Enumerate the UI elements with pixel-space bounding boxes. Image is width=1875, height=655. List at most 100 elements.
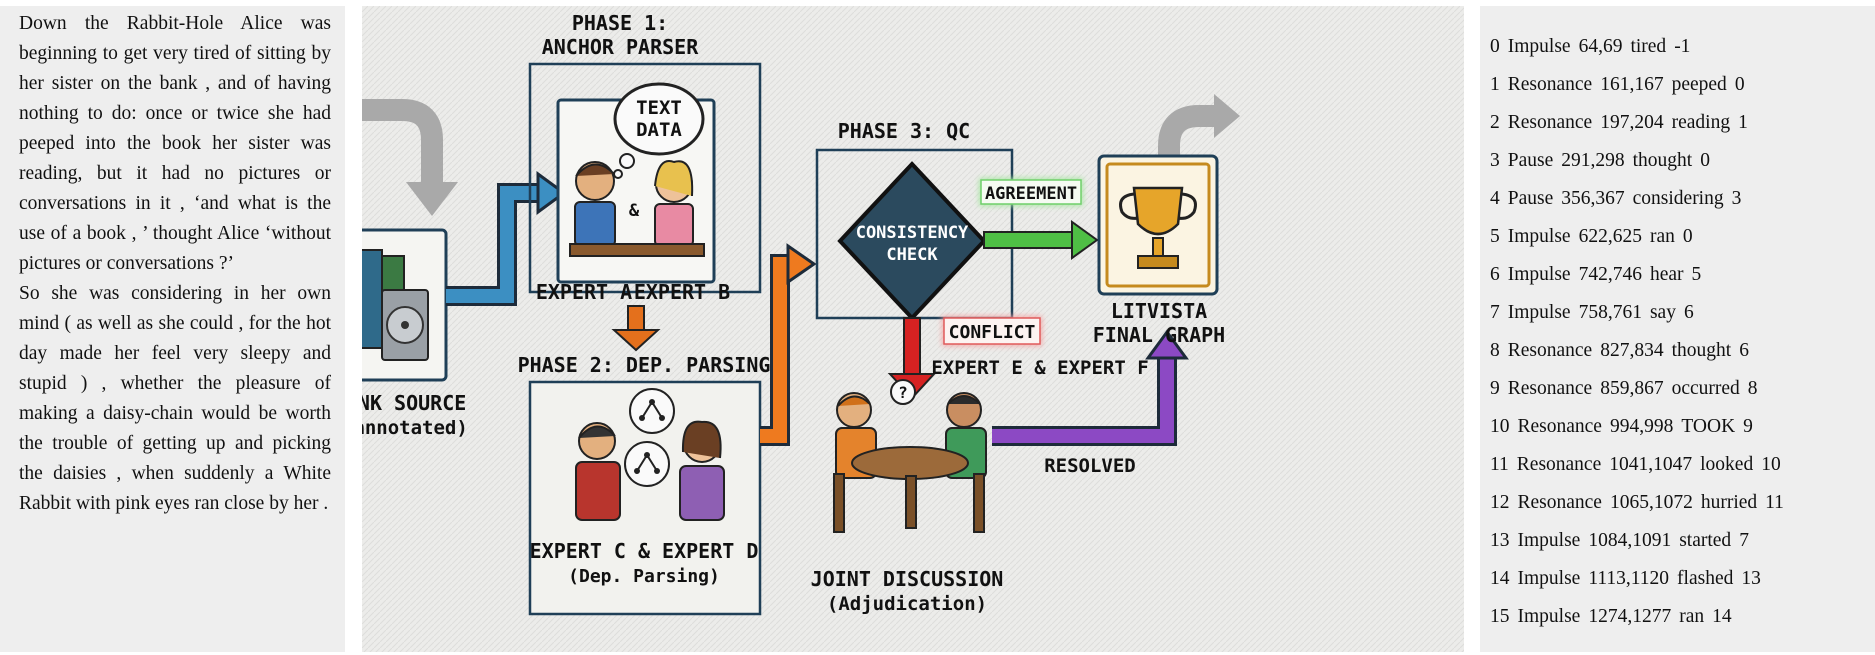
item-id: 6 [1490,264,1500,285]
item-id: 13 [1490,530,1510,551]
joint-discussion-scene: ? [833,379,987,533]
litbank-source-node [362,228,448,382]
blue-arrow [446,171,567,306]
item-word: ran [1679,606,1705,627]
item-id: 12 [1490,492,1510,513]
item-parent: 14 [1712,606,1732,627]
item-type: Resonance [1507,340,1593,361]
item-type: Resonance [1507,112,1593,133]
adjudication-label: (Adjudication) [827,593,987,615]
item-word: ran [1649,226,1675,247]
item-type: Impulse [1517,568,1581,589]
agreement-label: AGREEMENT [985,184,1077,204]
joint-discussion-label: JOINT DISCUSSION [811,567,1004,591]
item-span: 64,69 [1578,36,1623,57]
item-id: 5 [1490,226,1500,247]
item-parent: 11 [1765,492,1784,513]
item-type: Impulse [1507,264,1571,285]
annotation-pipeline-diagram: LITBANK SOURCE (Pre-annotated) PHASE 1: … [362,6,1464,652]
item-type: Impulse [1507,36,1571,57]
expert-b-label: EXPERT B [634,280,730,304]
item-span: 1274,1277 [1588,606,1672,627]
resolved-label: RESOLVED [1044,455,1136,477]
item-parent: 7 [1739,530,1749,551]
item-parent: 10 [1761,454,1781,475]
item-parent: 9 [1743,416,1753,437]
expert-a-figure [574,161,616,247]
item-type: Resonance [1516,454,1602,475]
item-word: thought [1632,150,1693,171]
item-span: 622,625 [1578,226,1642,247]
list-item: 4 Pause 356,367 considering 3 [1490,180,1875,218]
item-type: Impulse [1517,530,1581,551]
item-word: flashed [1677,568,1734,589]
item-type: Resonance [1517,492,1602,513]
output-arrow [1158,94,1240,181]
source-paragraph-1: Down the Rabbit-Hole Alice was beginning… [19,13,331,274]
item-parent: 3 [1731,188,1742,209]
text-data-line2: DATA [636,119,682,141]
source-text-panel: Down the Rabbit-Hole Alice was beginning… [0,6,345,652]
item-parent: 0 [1734,74,1745,95]
final-graph-label: FINAL GRAPH [1093,323,1225,347]
item-span: 1065,1072 [1609,492,1693,513]
phase3-title: PHASE 3: QC [838,119,970,143]
item-type: Impulse [1517,606,1581,627]
agreement-arrow [983,220,1099,260]
trophy-icon [1119,186,1197,269]
item-span: 1113,1120 [1588,568,1670,589]
item-word: peeped [1671,74,1727,95]
pre-annotated-label: (Pre-annotated) [362,417,468,439]
item-type: Resonance [1507,378,1593,399]
item-id: 4 [1490,188,1500,209]
phase1-title: PHASE 1: [572,11,668,35]
dep-parsing-label: (Dep. Parsing) [568,566,720,587]
input-arrow [362,99,458,216]
item-span: 827,834 [1600,340,1664,361]
item-word: considering [1632,188,1724,209]
item-span: 994,998 [1609,416,1674,437]
item-id: 10 [1490,416,1510,437]
consistency-line2: CHECK [886,245,938,265]
expert-a-label: EXPERT A [536,280,632,304]
item-span: 1084,1091 [1588,530,1672,551]
item-word: hurried [1700,492,1758,513]
item-type: Impulse [1507,226,1571,247]
item-parent: 6 [1683,302,1694,323]
item-id: 3 [1490,150,1500,171]
item-id: 14 [1490,568,1510,589]
item-span: 356,367 [1561,188,1625,209]
expert-d-figure [679,420,725,521]
conflict-label: CONFLICT [949,322,1036,343]
item-span: 1041,1047 [1609,454,1693,475]
ampersand-label: & [629,201,640,221]
item-type: Pause [1507,188,1554,209]
litvista-label: LITVISTA [1111,299,1207,323]
resolved-arrow [992,329,1189,446]
text-data-line1: TEXT [636,97,682,119]
phase1-subtitle: ANCHOR PARSER [542,35,699,59]
item-span: 742,746 [1578,264,1642,285]
item-parent: 6 [1739,340,1749,361]
item-id: 15 [1490,606,1510,627]
item-id: 8 [1490,340,1500,361]
litbank-source-label: LITBANK SOURCE [362,391,466,415]
consistency-line1: CONSISTENCY [856,223,969,243]
item-parent: 0 [1700,150,1710,171]
item-type: Pause [1507,150,1554,171]
item-span: 291,298 [1561,150,1625,171]
list-item: 3 Pause 291,298 thought 0 [1490,142,1875,180]
item-word: occurred [1671,378,1740,399]
item-word: reading [1671,112,1731,133]
item-parent: 8 [1747,378,1758,399]
item-span: 161,167 [1600,74,1664,95]
phase2-to-qc-arrow [760,243,817,446]
